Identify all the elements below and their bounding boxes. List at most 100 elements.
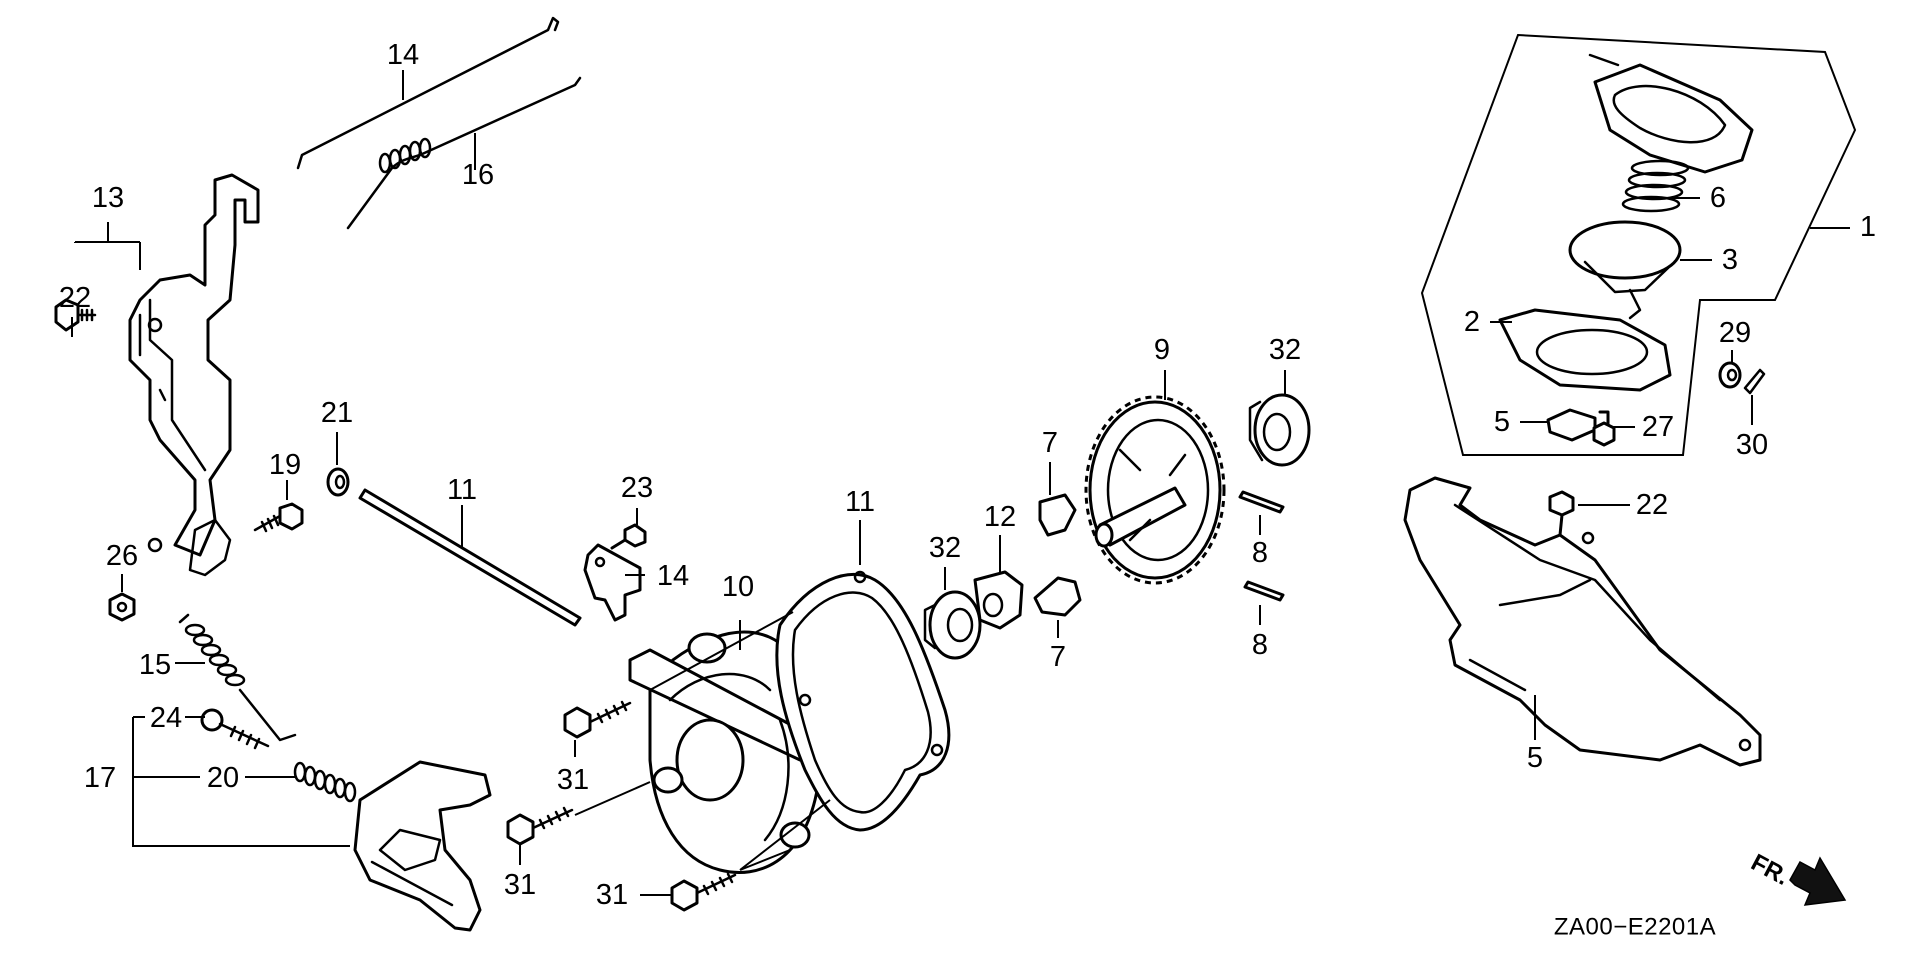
part-11-gasket-inner <box>791 591 932 814</box>
part-15-hole <box>147 317 163 333</box>
part-29-washer <box>1718 361 1742 389</box>
part-21-bolt <box>253 502 304 533</box>
part-15-hole-2 <box>147 537 163 553</box>
part-19-lever-detail <box>370 828 454 907</box>
callout-29: 29 <box>1719 317 1751 349</box>
part-30-screw <box>1743 368 1766 395</box>
part-5-bracket-detail <box>1453 503 1722 702</box>
part-11-gasket <box>775 572 951 832</box>
part-23-washer-hole <box>334 474 346 490</box>
callout-15: 13 <box>92 182 124 214</box>
part-1-top-cover <box>1593 63 1754 174</box>
part-19-lever <box>353 760 492 932</box>
callout-5: 5 <box>1527 742 1543 774</box>
part-2-base-dish <box>1535 328 1649 376</box>
callout-30: 30 <box>1736 429 1768 461</box>
part-9-gear-inner <box>1106 418 1210 562</box>
part-29-washer-hole <box>1726 368 1738 382</box>
callout-32-b: 32 <box>1269 334 1301 366</box>
callout-31-c: 31 <box>596 879 628 911</box>
part-20-spring <box>293 761 357 803</box>
callout-31-a: 31 <box>557 764 589 796</box>
leader-lines <box>71 70 1850 896</box>
part-18-spring-rod <box>346 76 582 230</box>
callout-28: 26 <box>106 540 138 572</box>
callout-32-a: 32 <box>929 532 961 564</box>
part-8-pin-bottom <box>1243 580 1285 602</box>
callout-25: 23 <box>621 472 653 504</box>
part-11-hole-left <box>798 693 812 707</box>
callout-31-b: 31 <box>504 869 536 901</box>
part-1-top-cover-dome <box>1612 84 1727 144</box>
part-10-boss-bottom <box>779 821 811 849</box>
callout-8-bottom: 8 <box>1252 629 1268 661</box>
callout-20: 20 <box>207 762 239 794</box>
callout-12: 12 <box>984 501 1016 533</box>
callout-7-bottom: 7 <box>1050 641 1066 673</box>
part-31-bolt-a <box>563 700 632 739</box>
part-11-hole-right <box>930 743 944 757</box>
callout-6: 6 <box>1710 182 1726 214</box>
part-17-coil <box>184 623 246 687</box>
part-7-weight-top <box>1038 493 1077 537</box>
part-25-bolt <box>610 523 647 550</box>
part-3-diaphragm <box>1568 220 1682 280</box>
part-15-arm-lower <box>188 518 232 577</box>
part-11-hole-top <box>853 570 867 584</box>
part-10-cover-inner <box>668 672 790 842</box>
part-32-bearing-a-inner <box>946 607 974 643</box>
part-28-nut-hole <box>116 601 128 613</box>
callout-13: 11 <box>447 474 477 506</box>
part-12-holder <box>973 570 1024 630</box>
callout-9: 9 <box>1154 334 1170 366</box>
parts-drawings <box>54 16 1857 932</box>
front-arrow <box>1789 856 1847 906</box>
part-9-gear-teeth <box>1084 395 1226 585</box>
part-10-hub <box>675 718 745 802</box>
part-23-washer <box>326 467 350 497</box>
part-12-holder-hole <box>982 592 1004 618</box>
part-15-bracket <box>128 173 260 557</box>
part-14-hole <box>594 556 606 568</box>
diagram-code: ZA00−E2201A <box>1554 914 1716 941</box>
part-24-bolt <box>54 298 97 332</box>
part-32-bearing-a-side <box>923 603 937 650</box>
part-27-screw <box>1592 410 1616 447</box>
callout-16: 14 <box>387 39 419 71</box>
callout-2: 2 <box>1464 306 1480 338</box>
part-8-pin-top <box>1238 490 1285 514</box>
callout-4: 5 <box>1494 406 1510 438</box>
part-32-bearing-b-side <box>1248 400 1264 462</box>
part-16-rod <box>296 16 560 170</box>
part-32-bearing-a <box>928 590 982 660</box>
callout-10: 10 <box>722 571 754 603</box>
callout-11: 11 <box>845 486 875 518</box>
leader-19 <box>132 716 350 847</box>
part-32-bearing-b-inner <box>1262 412 1292 452</box>
callout-21: 19 <box>269 449 301 481</box>
callout-3: 3 <box>1722 244 1738 276</box>
part-1-top-cover-pin <box>1588 53 1620 67</box>
part-3-diaphragm-rod <box>1628 288 1642 320</box>
callout-26: 24 <box>150 702 182 734</box>
part-14-plate <box>583 543 642 622</box>
part-31-bolt-c <box>670 872 737 912</box>
leader-cover-dashes <box>574 611 831 871</box>
callout-23: 21 <box>321 397 353 429</box>
part-5-hole-2 <box>1581 531 1595 545</box>
callout-8-top: 8 <box>1252 537 1268 569</box>
part-5-hole <box>1738 738 1752 752</box>
part-9-shaft-end <box>1094 522 1114 548</box>
callout-22: 22 <box>1636 489 1668 521</box>
part-18-coil <box>378 137 432 174</box>
part-5-bracket <box>1403 476 1762 767</box>
part-17-spring <box>178 613 297 742</box>
callout-17: 15 <box>139 649 171 681</box>
part-9-gear <box>1088 400 1222 580</box>
callout-14: 14 <box>657 560 689 592</box>
part-6-spring <box>1621 159 1690 213</box>
leader-15 <box>74 222 141 270</box>
part-26-bolt <box>200 708 270 750</box>
part-4-valve <box>1546 408 1597 442</box>
